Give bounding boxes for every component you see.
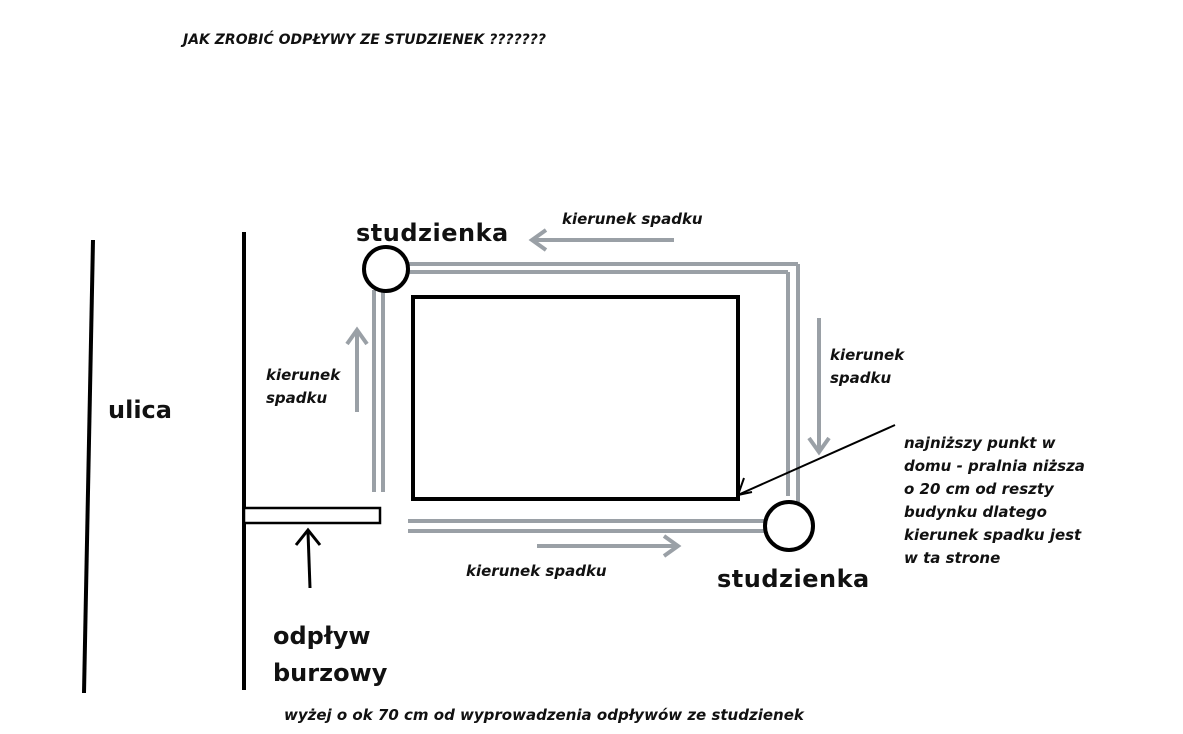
storm-outlet-label-line2: burzowy bbox=[273, 659, 388, 687]
well-top-left bbox=[362, 245, 410, 293]
flow-label-left: kierunek spadku bbox=[266, 364, 340, 410]
note-line-3: o 20 cm od reszty bbox=[904, 480, 1054, 498]
flow-label-right: kierunek spadku bbox=[830, 344, 904, 390]
note-line-2: domu - pralnia niższa bbox=[904, 457, 1085, 475]
storm-outlet-arrow-shaft bbox=[306, 531, 312, 589]
drain-pipes bbox=[372, 262, 800, 533]
note-pointer-head bbox=[736, 477, 753, 497]
street-label: ulica bbox=[108, 396, 172, 424]
note-pointer-line bbox=[739, 424, 896, 495]
storm-outlet-label: odpływ burzowy bbox=[273, 618, 387, 692]
flow-label-right-line1: kierunek bbox=[830, 346, 905, 364]
house-outline bbox=[411, 295, 740, 501]
well-label-top: studzienka bbox=[356, 219, 509, 247]
note-line-5: kierunek spadku jest bbox=[904, 526, 1082, 544]
well-bottom-right bbox=[763, 500, 815, 552]
storm-outlet-arrow-head bbox=[294, 527, 322, 546]
flow-arrows bbox=[345, 228, 831, 558]
flow-label-top: kierunek spadku bbox=[562, 210, 703, 228]
flow-label-left-line2: spadku bbox=[266, 389, 328, 407]
footer-note: wyżej o ok 70 cm od wyprowadzenia odpływ… bbox=[284, 706, 804, 724]
note-line-1: najniższy punkt w bbox=[904, 434, 1056, 452]
flow-label-right-line2: spadku bbox=[830, 369, 892, 387]
note-line-4: budynku dlatego bbox=[904, 503, 1047, 521]
flow-label-bottom: kierunek spadku bbox=[466, 562, 607, 580]
page-title: JAK ZROBIĆ ODPŁYWY ZE STUDZIENEK ??????? bbox=[183, 32, 547, 48]
storm-outlet-label-line1: odpływ bbox=[273, 622, 371, 650]
flow-label-left-line1: kierunek bbox=[266, 366, 341, 384]
note-line-6: w ta strone bbox=[904, 549, 1001, 567]
street-line-outer bbox=[82, 239, 95, 694]
storm-outlet-pipe bbox=[242, 506, 382, 525]
lowest-point-note: najniższy punkt w domu - pralnia niższa … bbox=[904, 432, 1085, 570]
well-label-bottom: studzienka bbox=[717, 565, 870, 593]
